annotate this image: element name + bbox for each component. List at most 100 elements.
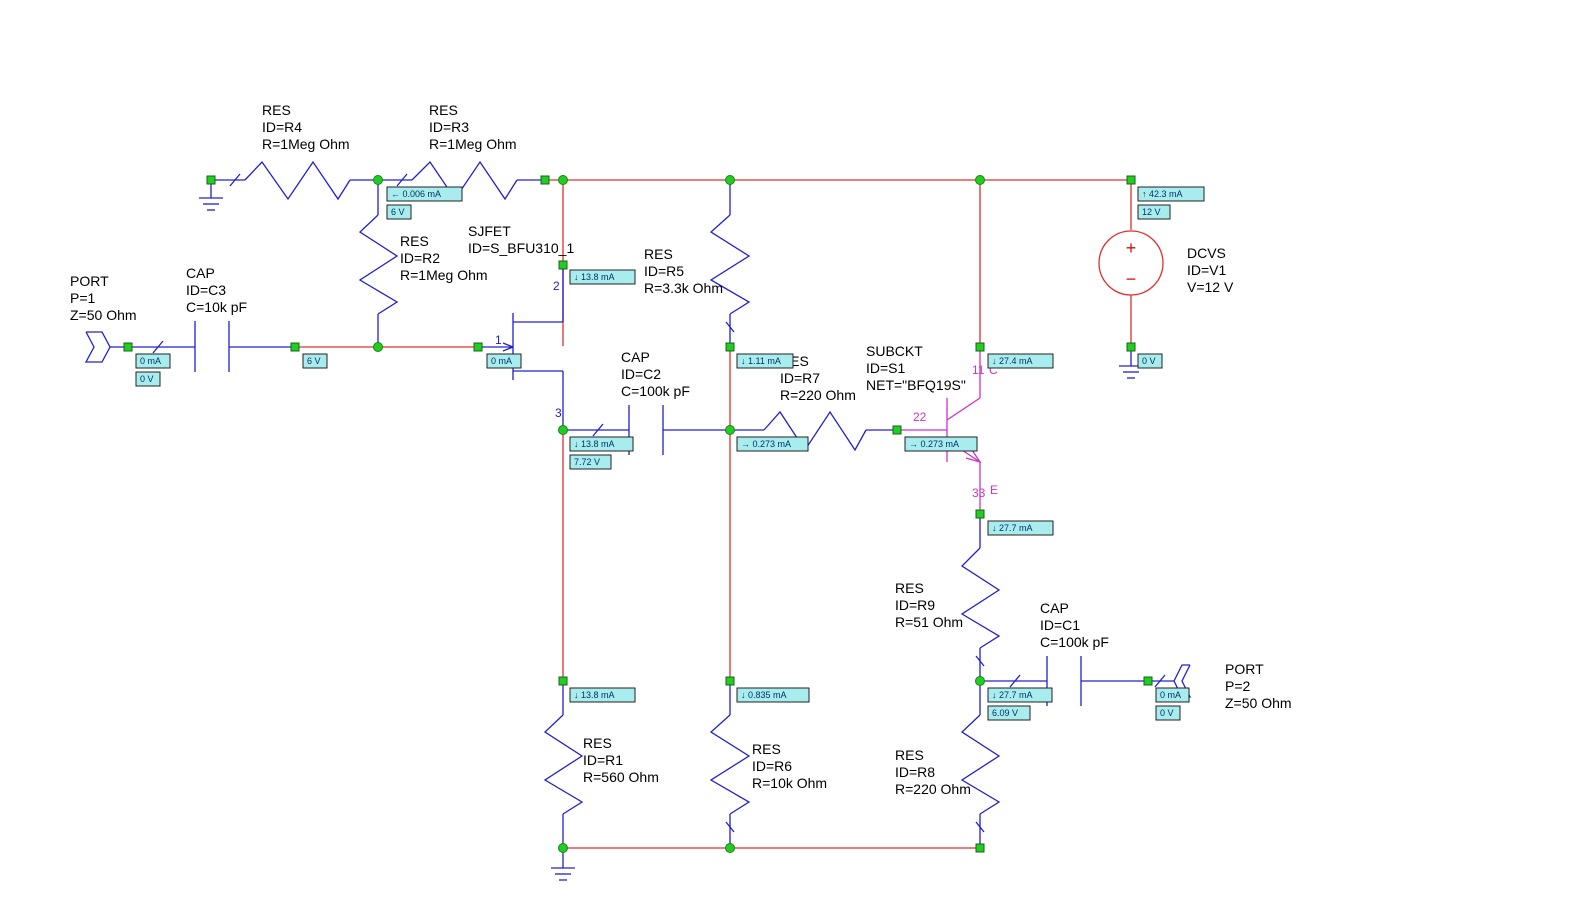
subckt-s1-transistor[interactable] xyxy=(897,346,982,514)
resistor-r2[interactable] xyxy=(358,180,399,347)
svg-text:0 V: 0 V xyxy=(1142,356,1156,366)
r8-value: R=220 Ohm xyxy=(895,781,971,797)
resistor-r5[interactable] xyxy=(709,180,751,347)
r8-id: ID=R8 xyxy=(895,764,935,780)
p1-id: P=1 xyxy=(70,290,96,306)
r3-value: R=1Meg Ohm xyxy=(429,136,517,152)
resistor-r6[interactable] xyxy=(709,681,751,848)
voltage-source-v1[interactable] xyxy=(1098,230,1164,346)
tag-v1-current: ↑ 42.3 mA xyxy=(1137,186,1205,202)
tag-j-source-current: ↓ 13.8 mA xyxy=(569,436,634,452)
tag-s-collector-current: ↓ 27.4 mA xyxy=(987,353,1054,369)
r5-value: R=3.3k Ohm xyxy=(644,280,723,296)
svg-text:→ 0.273 mA: → 0.273 mA xyxy=(741,439,791,449)
resistor-r4[interactable] xyxy=(211,160,378,201)
svg-text:↑ 42.3 mA: ↑ 42.3 mA xyxy=(1142,189,1183,199)
c3-value: C=10k pF xyxy=(186,299,247,315)
svg-text:↓ 0.835 mA: ↓ 0.835 mA xyxy=(741,690,787,700)
resistor-r1[interactable] xyxy=(543,681,584,848)
svg-text:← 0.006 mA: ← 0.006 mA xyxy=(391,189,441,199)
tag-r9-bottom-current: ↓ 27.7 mA xyxy=(987,687,1053,703)
c3-type: CAP xyxy=(186,265,215,281)
s1-pin-emitter: 33 xyxy=(972,486,986,500)
junction-nodes xyxy=(373,175,985,853)
p2-type: PORT xyxy=(1225,661,1264,677)
r3-id: ID=R3 xyxy=(429,119,469,135)
r9-type: RES xyxy=(895,580,924,596)
r2-id: ID=R2 xyxy=(400,250,440,266)
r2-value: R=1Meg Ohm xyxy=(400,267,488,283)
r4-type: RES xyxy=(262,102,291,118)
v1-minus-icon: − xyxy=(1126,269,1137,289)
tag-v1-voltage: 12 V xyxy=(1137,204,1171,220)
tag-r3-voltage: 6 V xyxy=(386,204,412,220)
svg-text:6.09 V: 6.09 V xyxy=(992,708,1018,718)
r1-type: RES xyxy=(583,735,612,751)
r4-id: ID=R4 xyxy=(262,119,302,135)
svg-text:↓ 27.7 mA: ↓ 27.7 mA xyxy=(992,690,1033,700)
svg-text:↓ 27.7 mA: ↓ 27.7 mA xyxy=(992,523,1033,533)
c1-type: CAP xyxy=(1040,600,1069,616)
capacitor-c3[interactable] xyxy=(194,321,295,372)
r5-type: RES xyxy=(644,246,673,262)
tag-v1-gnd-voltage: 0 V xyxy=(1137,353,1163,369)
v1-plus-icon: + xyxy=(1126,238,1137,258)
tag-r5-current: ↓ 1.11 mA xyxy=(736,353,794,369)
j1-pin-source: 3 xyxy=(555,406,562,420)
tag-r6-current: ↓ 0.835 mA xyxy=(736,687,810,703)
v1-id: ID=V1 xyxy=(1187,262,1227,278)
tag-c3-voltage: 6 V xyxy=(302,353,328,369)
r9-value: R=51 Ohm xyxy=(895,614,963,630)
c1-id: ID=C1 xyxy=(1040,617,1080,633)
svg-text:0 V: 0 V xyxy=(140,374,154,384)
s1-pin-base: 22 xyxy=(913,410,927,424)
c1-value: C=100k pF xyxy=(1040,634,1109,650)
wires xyxy=(295,179,1132,849)
tag-r3-current: ← 0.006 mA xyxy=(386,186,463,202)
c2-type: CAP xyxy=(621,349,650,365)
v1-value: V=12 V xyxy=(1187,279,1234,295)
p2-id: P=2 xyxy=(1225,678,1251,694)
tag-j-drain-current: ↓ 13.8 mA xyxy=(569,269,636,285)
svg-text:↓ 13.8 mA: ↓ 13.8 mA xyxy=(574,690,615,700)
r6-type: RES xyxy=(752,741,781,757)
jfet-j1[interactable] xyxy=(478,265,564,430)
resistor-r3[interactable] xyxy=(378,160,545,201)
p1-type: PORT xyxy=(70,273,109,289)
tag-r9-bottom-voltage: 6.09 V xyxy=(987,705,1031,721)
tag-r1-current: ↓ 13.8 mA xyxy=(569,687,636,703)
j1-pin-drain: 2 xyxy=(553,279,560,293)
r8-type: RES xyxy=(895,747,924,763)
resistor-r9[interactable] xyxy=(960,514,1001,681)
s1-net: NET="BFQ19S" xyxy=(866,377,966,393)
c2-id: ID=C2 xyxy=(621,366,661,382)
resistor-r7[interactable] xyxy=(730,410,897,452)
s1-pin-collector: 11 xyxy=(972,363,985,377)
p2-value: Z=50 Ohm xyxy=(1225,695,1292,711)
tag-p1-voltage: 0 V xyxy=(135,371,161,387)
tag-j-source-voltage: 7.72 V xyxy=(569,454,612,470)
c3-id: ID=C3 xyxy=(186,282,226,298)
svg-text:6 V: 6 V xyxy=(391,207,405,217)
r7-id: ID=R7 xyxy=(780,370,820,386)
r4-value: R=1Meg Ohm xyxy=(262,136,350,152)
capacitor-c1[interactable] xyxy=(980,656,1148,706)
s1-pin-e: E xyxy=(990,483,998,497)
j1-type: SJFET xyxy=(468,223,511,239)
svg-text:0 mA: 0 mA xyxy=(491,356,512,366)
r6-id: ID=R6 xyxy=(752,758,792,774)
resistor-r8[interactable] xyxy=(960,681,1001,848)
r6-value: R=10k Ohm xyxy=(752,775,827,791)
s1-pin-c: C xyxy=(989,363,998,377)
svg-text:0 mA: 0 mA xyxy=(140,356,161,366)
tag-p1-current: 0 mA xyxy=(135,353,171,369)
j1-id: ID=S_BFU310_1 xyxy=(468,240,574,256)
tag-r7-current: → 0.273 mA xyxy=(736,436,809,452)
svg-text:↓ 27.4 mA: ↓ 27.4 mA xyxy=(992,356,1033,366)
svg-text:7.72 V: 7.72 V xyxy=(574,457,600,467)
j1-pin-gate: 1 xyxy=(495,333,502,347)
r9-id: ID=R9 xyxy=(895,597,935,613)
r1-id: ID=R1 xyxy=(583,752,623,768)
c2-value: C=100k pF xyxy=(621,383,690,399)
